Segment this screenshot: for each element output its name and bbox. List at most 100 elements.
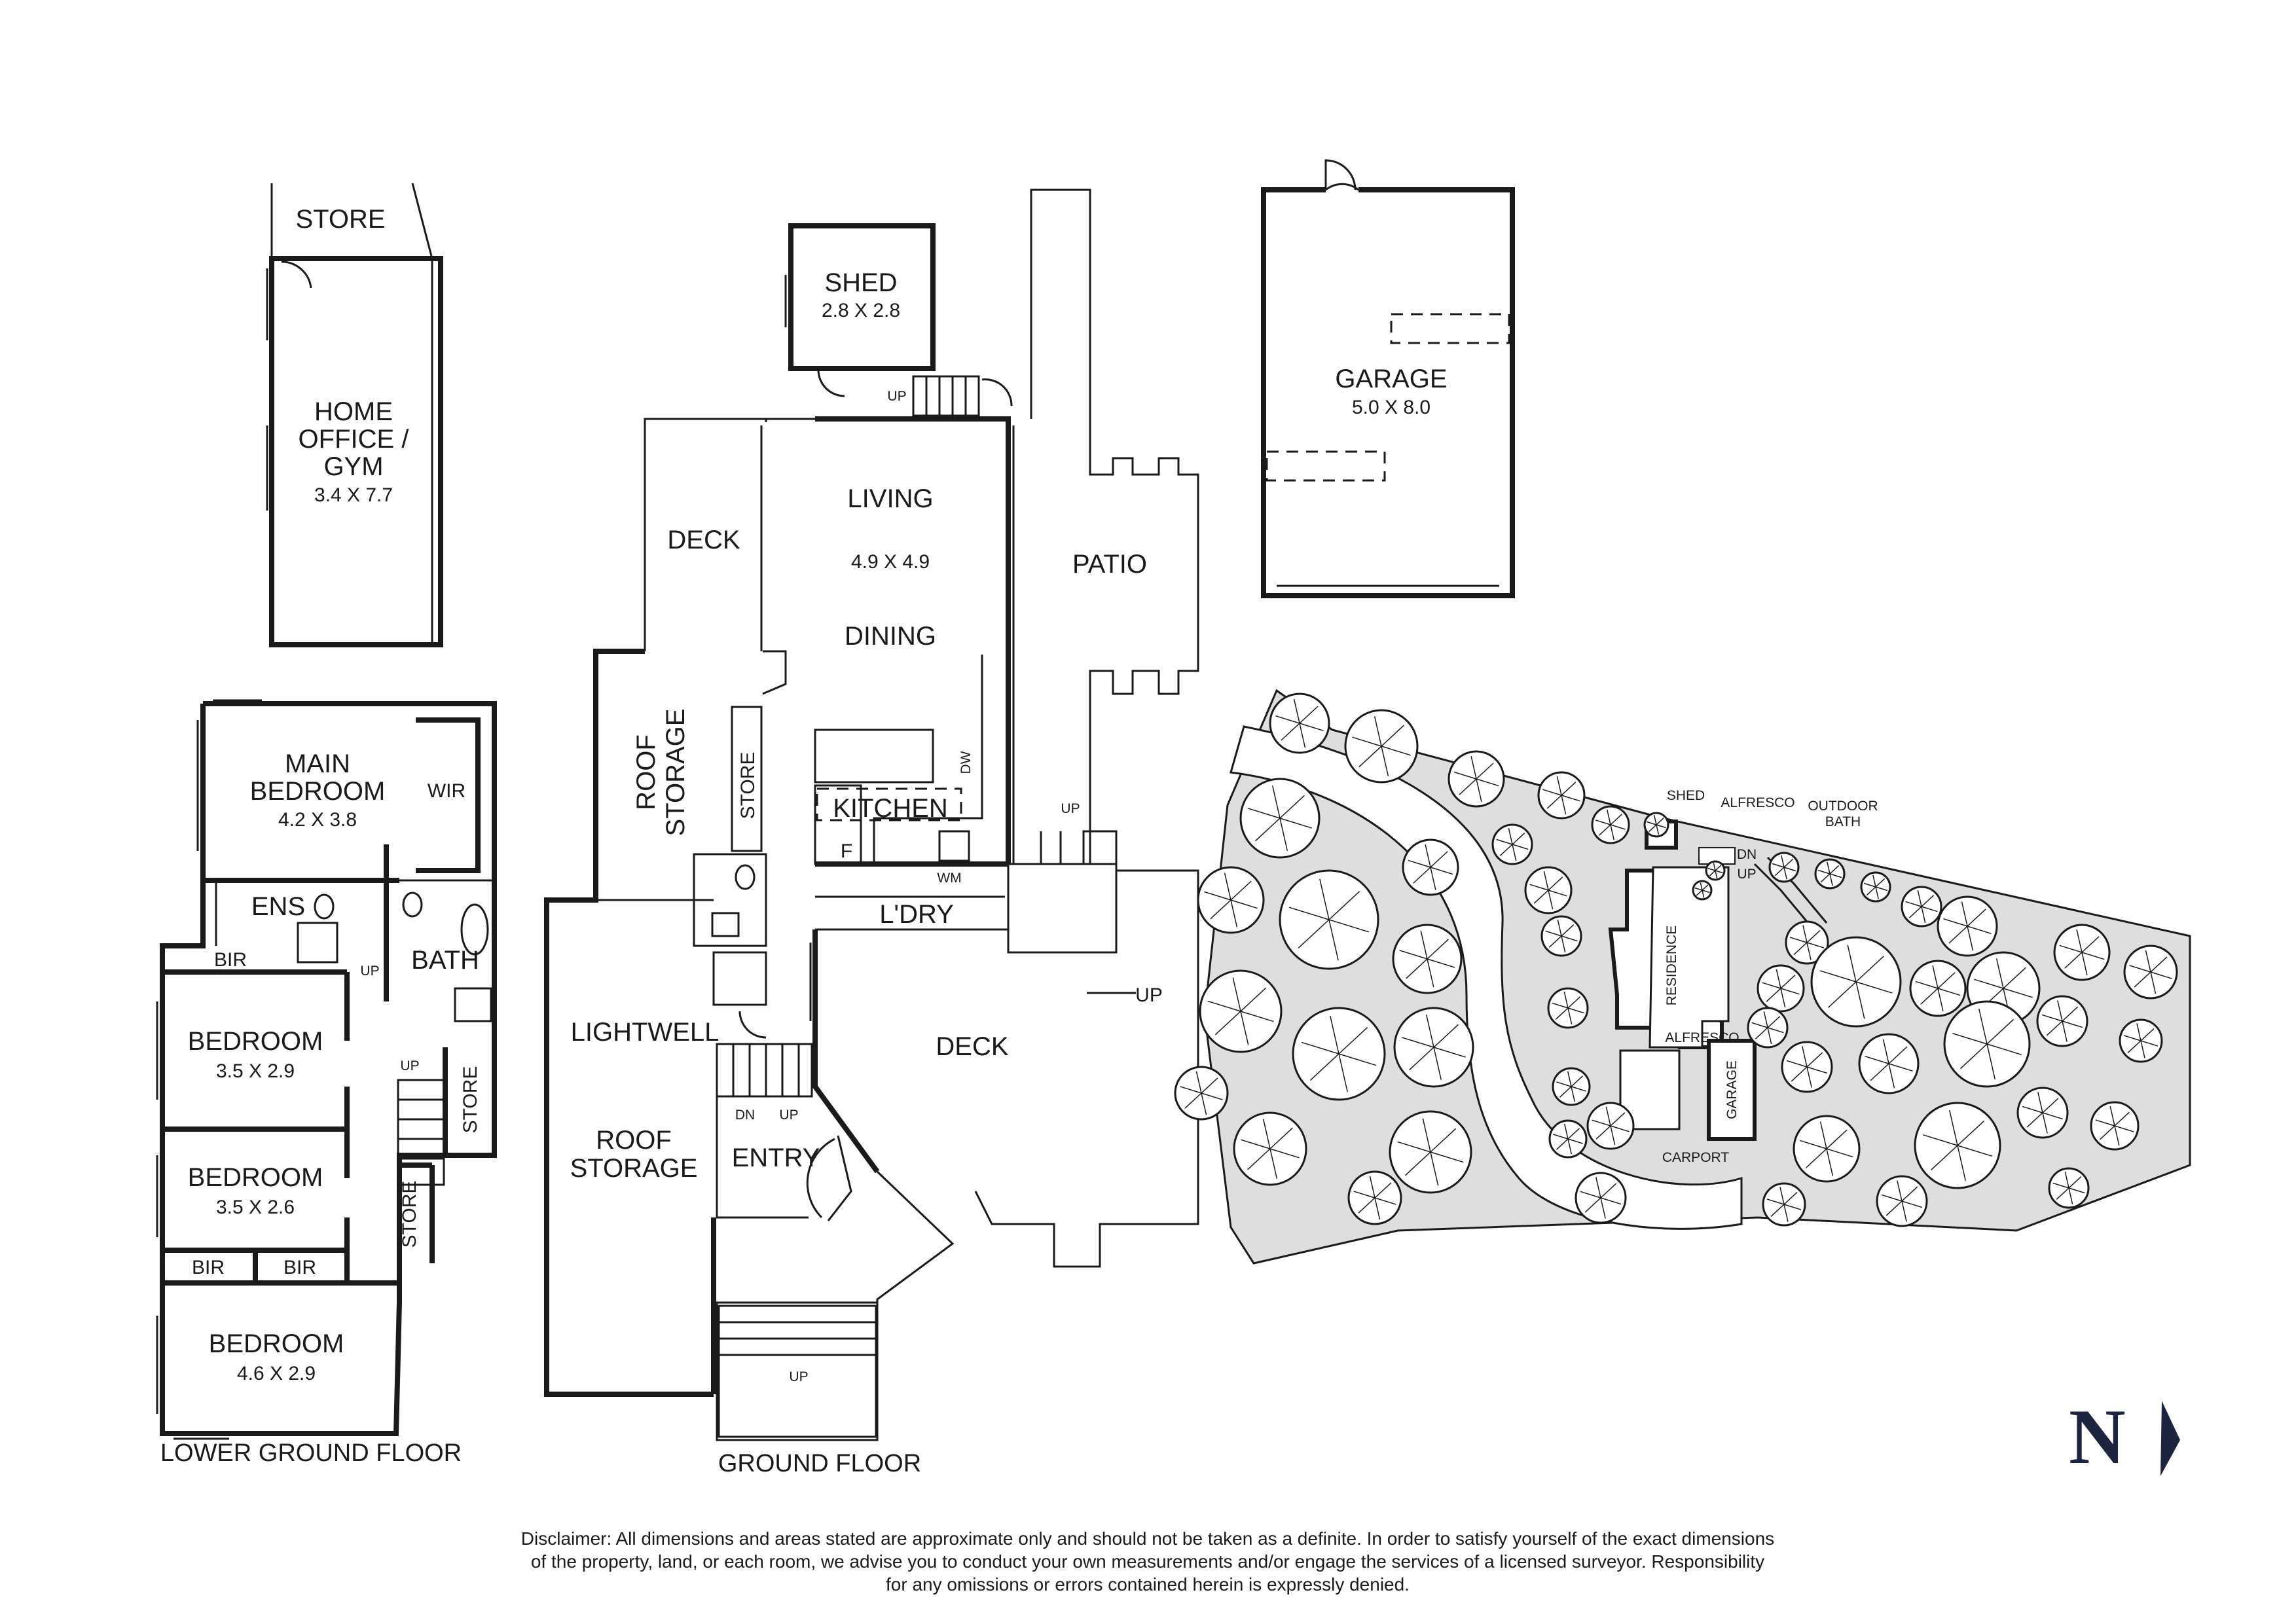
tree-branch [1427, 958, 1455, 968]
site-residence-label: RESIDENCE [1664, 926, 1679, 1006]
garage-label: GARAGE [1335, 365, 1447, 393]
tree-branch [1240, 987, 1267, 1012]
tree-branch [1948, 926, 1968, 944]
tree-branch [2042, 1112, 2064, 1120]
tree-branch [1819, 970, 1857, 982]
tree-branch [1610, 814, 1622, 825]
tree-branch [1433, 1024, 1459, 1048]
tree-branch [1353, 1191, 1376, 1198]
tree-branch [1543, 871, 1549, 891]
bath-label: BATH [411, 946, 479, 975]
tree-branch [1408, 859, 1431, 868]
tree-branch [1967, 909, 1986, 927]
tree-branch [1802, 925, 1808, 943]
disclaimer-line-2: of the property, land, or each room, we … [531, 1551, 1764, 1572]
bedroom-1-dimension: 3.5 X 2.9 [216, 1060, 295, 1082]
tree-branch [1806, 1052, 1823, 1068]
tree-branch [1595, 820, 1611, 825]
tree-branch [1352, 736, 1382, 747]
kitchen-up-label: UP [1061, 801, 1080, 816]
tree-branch [1763, 1011, 1768, 1028]
dining-label: DINING [845, 622, 936, 651]
tree-branch [1430, 1151, 1439, 1186]
tree-branch [1751, 1022, 1768, 1028]
deck-label-lower: DECK [936, 1032, 1008, 1061]
tree-branch [1826, 1129, 1848, 1149]
tree-branch [2026, 1112, 2043, 1128]
tree-branch [1358, 746, 1382, 768]
tree-branch [1767, 1027, 1772, 1045]
tree-branch [1897, 1180, 1903, 1202]
tree-branch [1696, 890, 1703, 896]
store-label-top: STORE [295, 205, 385, 234]
tree-branch [1875, 886, 1888, 892]
bir-label-1: BIR [214, 949, 247, 971]
lower-up-label-1: UP [360, 964, 379, 979]
tree-branch [2081, 936, 2100, 953]
tree-branch [1338, 1053, 1377, 1066]
tree-branch [2052, 1182, 2069, 1189]
wm-label: WM [937, 871, 961, 886]
tree-branch [1789, 937, 1808, 943]
tree-branch [1882, 1039, 1889, 1064]
tree-branch [1875, 886, 1879, 899]
tree-branch [1783, 1191, 1798, 1205]
tree-branch [1901, 1200, 1923, 1208]
tree-branch [1207, 1000, 1241, 1012]
tree-branch [1269, 1148, 1300, 1159]
tree-branch [1328, 919, 1339, 961]
tree-branch [1381, 746, 1389, 776]
tree-branch [1653, 814, 1657, 825]
tree-branch [1865, 1055, 1889, 1064]
tree-branch [1402, 1037, 1434, 1048]
tree-branch [1555, 1007, 1569, 1020]
tree-branch [2062, 1020, 2083, 1028]
tree-branch [1328, 919, 1370, 933]
tree-branch [1610, 1112, 1626, 1126]
laundry-label: L'DRY [879, 900, 954, 929]
tree-branch [2123, 1035, 2141, 1041]
site-carport-label: CARPORT [1662, 1150, 1729, 1165]
tree-branch [1548, 876, 1563, 891]
tree-branch [1512, 844, 1529, 850]
tree-branch [1781, 855, 1785, 868]
tree-branch [1649, 824, 1657, 832]
tree-branch [1605, 1106, 1611, 1126]
tree-branch [1937, 988, 1961, 996]
tree-branch [1298, 919, 1330, 948]
tree-branch [1567, 1071, 1572, 1087]
garage-building [1261, 159, 1515, 598]
tree-branch [1232, 977, 1241, 1012]
tree-branch [1709, 870, 1716, 876]
tree-branch [1713, 863, 1716, 871]
tree-branch [1957, 1120, 1985, 1146]
roof-storage-bottom-2: STORAGE [570, 1154, 698, 1183]
tree-branch [1827, 861, 1831, 874]
tree-branch [1920, 988, 1939, 1005]
tree-branch [1783, 1204, 1802, 1210]
tree-branch [2042, 1098, 2059, 1113]
tree-branch [1595, 1177, 1601, 1198]
tree-branch [2037, 1092, 2043, 1113]
tree-branch [1319, 878, 1330, 920]
tree-branch [1230, 880, 1252, 901]
tree-branch [1369, 1176, 1376, 1198]
tree-branch [1656, 818, 1664, 825]
tree-branch [1855, 981, 1893, 994]
tree-branch [1917, 890, 1922, 907]
tree-branch [2081, 952, 2105, 960]
tree-branch [1780, 988, 1786, 1008]
tree-branch [2041, 1014, 2063, 1022]
tree-branch [2114, 1111, 2130, 1126]
tree-branch [1783, 867, 1796, 872]
tree-branch [1248, 808, 1281, 819]
tree-branch [1908, 906, 1922, 918]
store-label-right-2: STORE [399, 1181, 420, 1248]
tree-branch [1974, 979, 2004, 989]
disclaimer-line-3: for any omissions or errors contained he… [886, 1574, 1410, 1595]
tree-branch [1921, 906, 1926, 924]
tree-branch [2059, 945, 2083, 953]
bedroom-3-label: BEDROOM [209, 1329, 344, 1358]
tree-branch [1793, 942, 1808, 956]
tree-branch [2068, 1176, 2082, 1189]
